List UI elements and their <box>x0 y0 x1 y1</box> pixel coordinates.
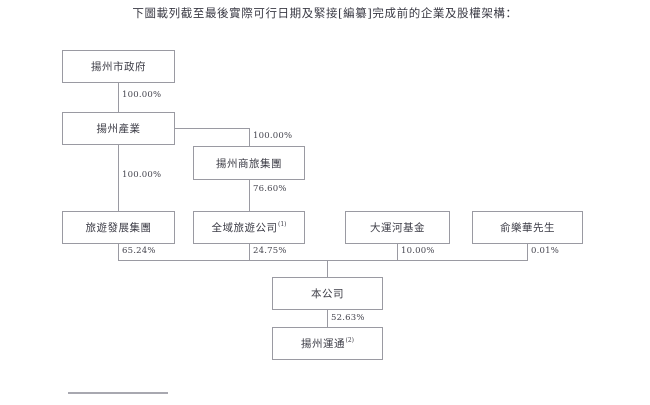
connector-tourismdev-down <box>118 244 119 261</box>
node-label: 旅遊發展集團 <box>85 222 152 234</box>
node-label: 全域旅遊公司 <box>211 222 278 234</box>
node-yangzhou-industry: 揚州產業 <box>62 112 175 145</box>
percent-industry-to-tourismdev: 100.00% <box>122 170 162 180</box>
node-label: 揚州商旅集團 <box>216 157 282 170</box>
node-label: 揚州運通 <box>301 338 345 350</box>
connector-industry-to-tourismdev <box>118 145 119 211</box>
connector-yulehua-down <box>527 244 528 261</box>
node-grand-canal-fund: 大運河基金 <box>345 211 450 244</box>
node-footnote-marker: (2) <box>345 337 355 344</box>
node-label: 揚州產業 <box>96 123 141 135</box>
node-quanyu-tourism-company: 全域旅遊公司(1) <box>193 211 305 244</box>
node-yangzhou-yuntong: 揚州運通(2) <box>272 327 383 360</box>
connector-quanyu-down <box>249 244 250 261</box>
connector-shareholder-bus <box>118 260 528 261</box>
percent-businesstravel-to-quanyu: 76.60% <box>253 184 287 194</box>
node-label: 大運河基金 <box>370 222 425 234</box>
node-footnote-marker: (1) <box>278 221 287 228</box>
percent-quanyu-to-company: 24.75% <box>253 246 287 256</box>
connector-bus-to-company <box>327 260 328 277</box>
node-label: 揚州市政府 <box>91 61 146 73</box>
percent-canalfund-to-company: 10.00% <box>401 246 435 256</box>
node-our-company: 本公司 <box>272 277 383 310</box>
percent-government-to-industry: 100.00% <box>122 90 162 100</box>
connector-company-to-yuntong <box>327 310 328 327</box>
node-label: 本公司 <box>311 288 344 300</box>
connector-canalfund-down <box>397 244 398 261</box>
node-business-travel-group: 揚州商旅集團 <box>193 146 305 180</box>
node-yangzhou-government: 揚州市政府 <box>62 50 175 83</box>
node-tourism-development-group: 旅遊發展集團 <box>62 211 175 244</box>
node-label: 俞樂華先生 <box>500 222 555 234</box>
percent-tourismdev-to-company: 65.24% <box>122 246 156 256</box>
footnote-separator <box>68 392 168 394</box>
percent-company-to-yuntong: 52.63% <box>331 313 365 323</box>
page-title: 下圖載列截至最後實際可行日期及緊接[編纂]完成前的企業及股權架構： <box>132 6 518 20</box>
node-mr-yu-lehua: 俞樂華先生 <box>472 211 583 244</box>
percent-industry-to-businesstravel: 100.00% <box>253 131 293 141</box>
connector-industry-branch-right <box>175 128 249 129</box>
percent-yulehua-to-company: 0.01% <box>531 246 560 256</box>
connector-businesstravel-to-quanyu <box>249 180 250 211</box>
connector-government-to-industry <box>118 83 119 112</box>
connector-industry-to-businesstravel <box>249 128 250 146</box>
